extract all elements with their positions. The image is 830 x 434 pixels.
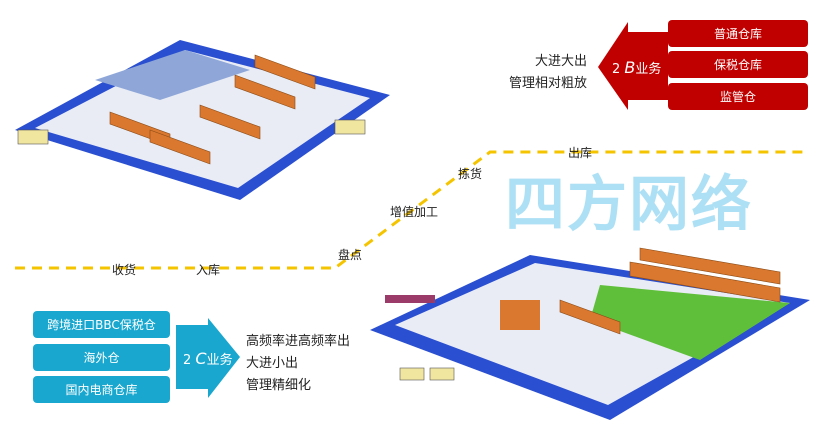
- b2b-item-bonded-warehouse: 保税仓库: [668, 51, 808, 78]
- warehouse-b2c-illustration: [370, 247, 810, 420]
- flow-dashed-line: [15, 150, 805, 270]
- b2b-arrow: [598, 22, 668, 110]
- b2b-desc-2: 管理相对粗放: [508, 76, 587, 91]
- b2c-item-bbc-bonded: 跨境进口BBC保税仓: [33, 311, 170, 338]
- b2c-item-overseas: 海外仓: [33, 344, 170, 371]
- watermark-logo: 四方网络: [505, 170, 753, 240]
- flow-step-inventory: 盘点: [338, 248, 363, 262]
- b2c-desc-1: 高频率进高频率出: [246, 334, 351, 349]
- flow-step-receive: 收货: [112, 263, 137, 277]
- flow-step-picking: 拣货: [458, 167, 483, 181]
- b2c-arrow: [176, 318, 240, 398]
- flow-step-value-added: 增值加工: [390, 205, 439, 219]
- b2c-label: 2 C业务: [183, 349, 233, 368]
- b2c-desc-3: 管理精细化: [246, 378, 312, 393]
- b2b-item-supervised-warehouse: 监管仓: [668, 83, 808, 110]
- b2b-label: 2 B业务: [612, 58, 662, 77]
- b2c-desc-2: 大进小出: [246, 356, 299, 371]
- flow-step-outbound: 出库: [568, 146, 593, 160]
- b2c-item-domestic-ecommerce: 国内电商仓库: [33, 376, 170, 403]
- b2b-desc-1: 大进大出: [534, 54, 587, 69]
- warehouse-b2b-illustration: [15, 40, 390, 200]
- b2b-item-general-warehouse: 普通仓库: [668, 20, 808, 47]
- flow-step-putaway: 入库: [196, 263, 221, 277]
